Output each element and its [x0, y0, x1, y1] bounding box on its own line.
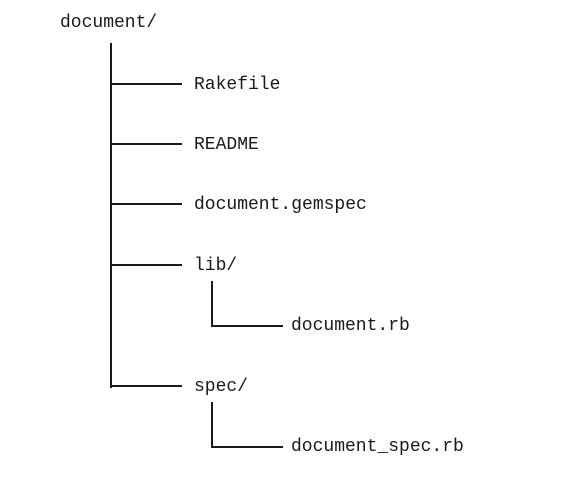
branch-line-rakefile: [110, 83, 182, 85]
lib-trunk-line: [211, 281, 213, 327]
branch-line-document-rb: [211, 325, 283, 327]
folder-label-spec: spec/: [194, 377, 249, 397]
spec-trunk-line: [211, 402, 213, 448]
root-trunk-line: [110, 43, 112, 388]
root-folder-label: document/: [60, 13, 158, 33]
branch-line-spec: [110, 385, 182, 387]
branch-line-document-spec-rb: [211, 446, 283, 448]
branch-line-gemspec: [110, 203, 182, 205]
file-label-document-spec-rb: document_spec.rb: [291, 437, 464, 457]
folder-label-lib: lib/: [194, 256, 238, 276]
file-label-readme: README: [194, 135, 259, 155]
file-label-gemspec: document.gemspec: [194, 195, 367, 215]
file-label-rakefile: Rakefile: [194, 75, 281, 95]
branch-line-readme: [110, 143, 182, 145]
file-label-document-rb: document.rb: [291, 316, 410, 336]
branch-line-lib: [110, 264, 182, 266]
